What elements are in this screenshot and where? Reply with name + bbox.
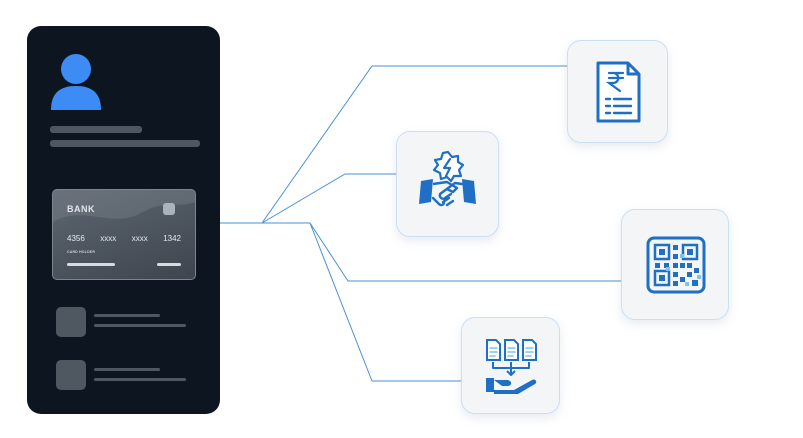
card-holder-label: CARD HOLDER bbox=[67, 250, 96, 254]
connector-to-handshake bbox=[261, 173, 397, 224]
card-number: 4356 xxxx xxxx 1342 bbox=[67, 234, 181, 243]
card-wave-decoration bbox=[53, 190, 195, 222]
bank-name: BANK bbox=[67, 204, 95, 214]
list-item-line bbox=[94, 378, 186, 381]
list-item-thumbnail bbox=[56, 307, 86, 337]
qr-code-icon bbox=[646, 236, 706, 294]
name-placeholder bbox=[50, 126, 142, 133]
bank-card[interactable]: BANK 4356 xxxx xxxx 1342 CARD HOLDER bbox=[52, 189, 196, 280]
connector-to-documents bbox=[309, 222, 462, 382]
card-chip-icon bbox=[163, 203, 175, 215]
card-number-group: 1342 bbox=[163, 234, 181, 243]
list-item-line bbox=[94, 368, 160, 371]
rupee-invoice-icon bbox=[596, 61, 641, 123]
tile-documents-hand[interactable] bbox=[461, 317, 560, 414]
user-avatar-icon bbox=[51, 54, 101, 110]
card-holder-bar bbox=[67, 263, 115, 266]
documents-hand-icon bbox=[486, 339, 537, 394]
handshake-power-icon bbox=[419, 150, 476, 207]
tile-qr-code[interactable] bbox=[621, 209, 729, 320]
list-item-line bbox=[94, 324, 186, 327]
card-expiry-bar bbox=[157, 263, 181, 266]
detail-placeholder bbox=[50, 140, 200, 147]
card-number-group: xxxx bbox=[100, 234, 117, 243]
card-number-group: xxxx bbox=[131, 234, 148, 243]
card-number-group: 4356 bbox=[67, 234, 85, 243]
phone-mockup: BANK 4356 xxxx xxxx 1342 CARD HOLDER bbox=[27, 26, 220, 414]
tile-handshake[interactable] bbox=[396, 131, 499, 237]
list-item-thumbnail bbox=[56, 360, 86, 390]
tile-rupee-invoice[interactable] bbox=[567, 40, 668, 143]
list-item-line bbox=[94, 314, 160, 317]
